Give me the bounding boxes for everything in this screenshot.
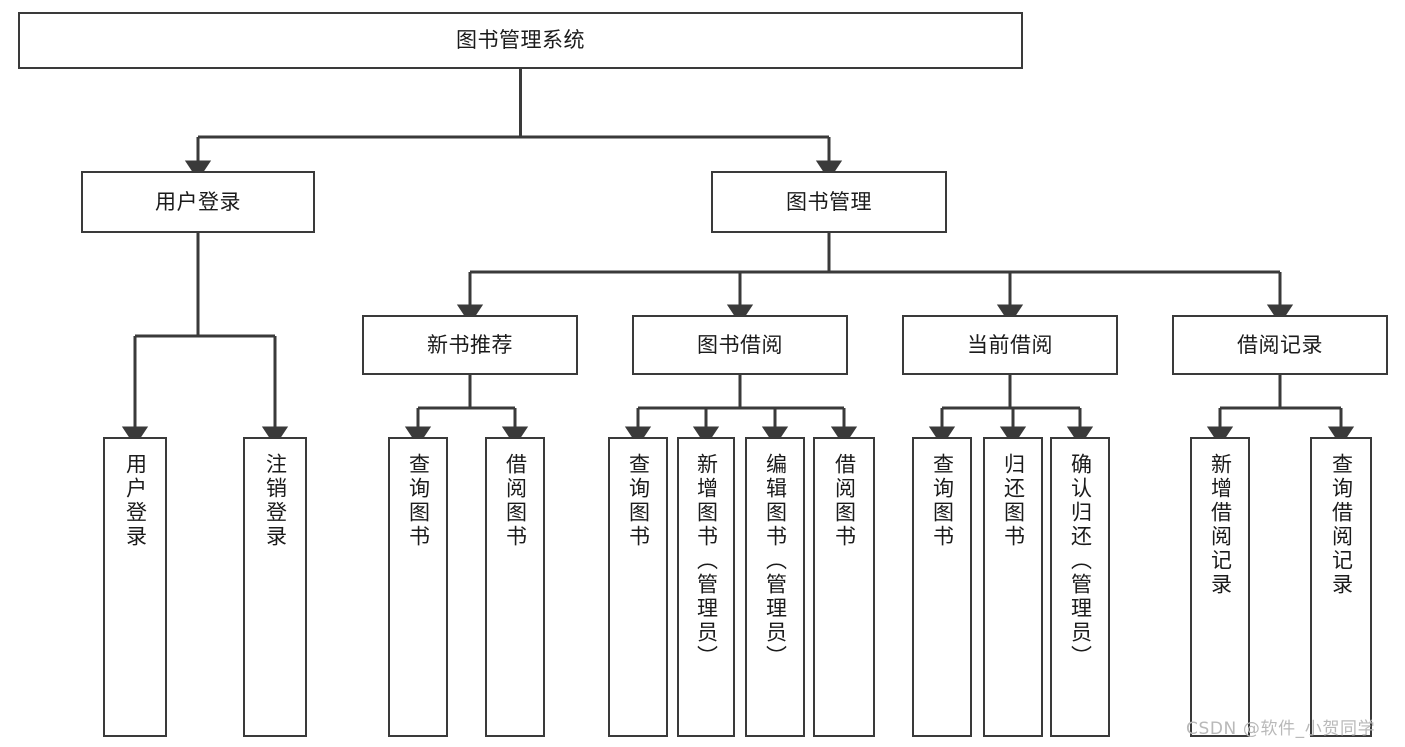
leaf-query-book-borrow[interactable]: 查询图书 [608,437,668,737]
leaf-query-book-rec-label: 查询图书 [406,453,431,549]
leaf-return-book[interactable]: 归还图书 [983,437,1043,737]
leaf-query-book-current[interactable]: 查询图书 [912,437,972,737]
node-book-manage[interactable]: 图书管理 [711,171,947,233]
leaf-user-logout-label: 注销登录 [263,453,288,549]
leaf-add-book[interactable]: 新增图书（管理员） [677,437,735,737]
leaf-confirm-return-label: 确认归还（管理员） [1068,453,1093,669]
leaf-borrow-book-rec-label: 借阅图书 [503,453,528,549]
node-borrow-record[interactable]: 借阅记录 [1172,315,1388,375]
node-user-login[interactable]: 用户登录 [81,171,315,233]
node-borrow-record-label: 借阅记录 [1237,332,1323,357]
leaf-query-book-borrow-label: 查询图书 [626,453,651,549]
leaf-edit-book[interactable]: 编辑图书（管理员） [745,437,805,737]
leaf-user-logout[interactable]: 注销登录 [243,437,307,737]
leaf-query-record[interactable]: 查询借阅记录 [1310,437,1372,737]
node-book-borrow-label: 图书借阅 [697,332,783,357]
node-current-borrow[interactable]: 当前借阅 [902,315,1118,375]
node-new-book-rec-label: 新书推荐 [427,332,513,357]
leaf-query-book-current-label: 查询图书 [930,453,955,549]
leaf-confirm-return[interactable]: 确认归还（管理员） [1050,437,1110,737]
leaf-query-book-rec[interactable]: 查询图书 [388,437,448,737]
leaf-edit-book-label: 编辑图书（管理员） [763,453,788,669]
leaf-query-record-label: 查询借阅记录 [1329,453,1354,597]
leaf-add-record-label: 新增借阅记录 [1208,453,1233,597]
leaf-user-login-label: 用户登录 [123,453,148,549]
csdn-watermark: CSDN @软件_小贺同学 [1186,719,1376,739]
leaf-borrow-book-rec[interactable]: 借阅图书 [485,437,545,737]
node-current-borrow-label: 当前借阅 [967,332,1053,357]
leaf-add-book-label: 新增图书（管理员） [694,453,719,669]
leaf-return-book-label: 归还图书 [1001,453,1026,549]
node-user-login-label: 用户登录 [155,189,241,214]
node-new-book-rec[interactable]: 新书推荐 [362,315,578,375]
node-book-manage-label: 图书管理 [786,189,872,214]
leaf-add-record[interactable]: 新增借阅记录 [1190,437,1250,737]
node-root-label: 图书管理系统 [456,28,585,53]
leaf-borrow-book[interactable]: 借阅图书 [813,437,875,737]
node-root[interactable]: 图书管理系统 [18,12,1023,69]
leaf-user-login[interactable]: 用户登录 [103,437,167,737]
node-book-borrow[interactable]: 图书借阅 [632,315,848,375]
leaf-borrow-book-label: 借阅图书 [832,453,857,549]
